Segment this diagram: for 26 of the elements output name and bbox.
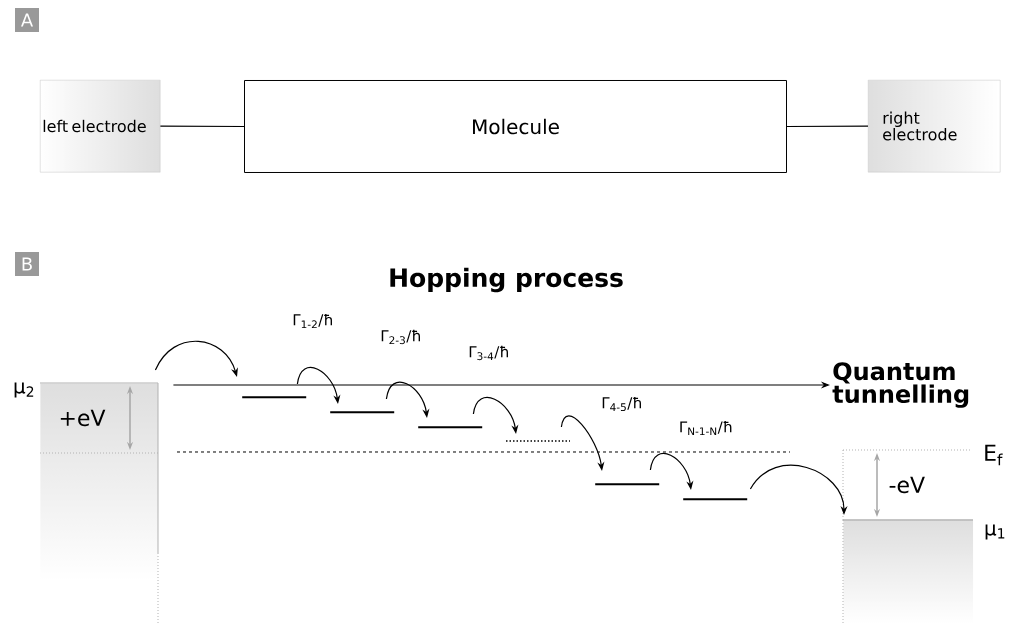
energy-level <box>418 426 483 429</box>
electrode-block <box>39 382 159 626</box>
edge-label: Γ$_{1-2}$/ħ <box>291 312 335 330</box>
heading: Hopping process <box>390 267 623 293</box>
energy-level <box>330 411 395 414</box>
potential-label: μ$_{1}$ <box>985 524 1005 540</box>
energy-level <box>595 483 660 486</box>
edge-label: Γ$_{2-3}$/ħ <box>379 328 423 346</box>
voltage-label: -eV <box>889 476 925 494</box>
energy-level <box>683 498 748 501</box>
electrode-block <box>842 519 974 626</box>
heading: Quantum tunnelling <box>832 362 969 408</box>
panel-label: B <box>15 252 39 276</box>
potential-label: μ$_{2}$ <box>14 382 34 398</box>
electrode-box: right electrode <box>868 80 1001 173</box>
connector-line <box>786 125 869 128</box>
connector-line <box>159 125 245 128</box>
edge-label: Γ$_{4-5}$/ħ <box>600 395 644 413</box>
panel-label: A <box>15 8 39 32</box>
edge-label: Γ$_{3-4}$/ħ <box>467 344 511 362</box>
voltage-label: +eV <box>60 409 106 427</box>
electrode-box: left electrode <box>40 80 161 173</box>
fermi-label: E$_{f}$ <box>985 444 1003 466</box>
molecule-box: Molecule <box>244 80 787 173</box>
energy-level <box>242 396 307 399</box>
edge-label: Γ$_{N-1-N}$/ħ <box>677 419 735 437</box>
